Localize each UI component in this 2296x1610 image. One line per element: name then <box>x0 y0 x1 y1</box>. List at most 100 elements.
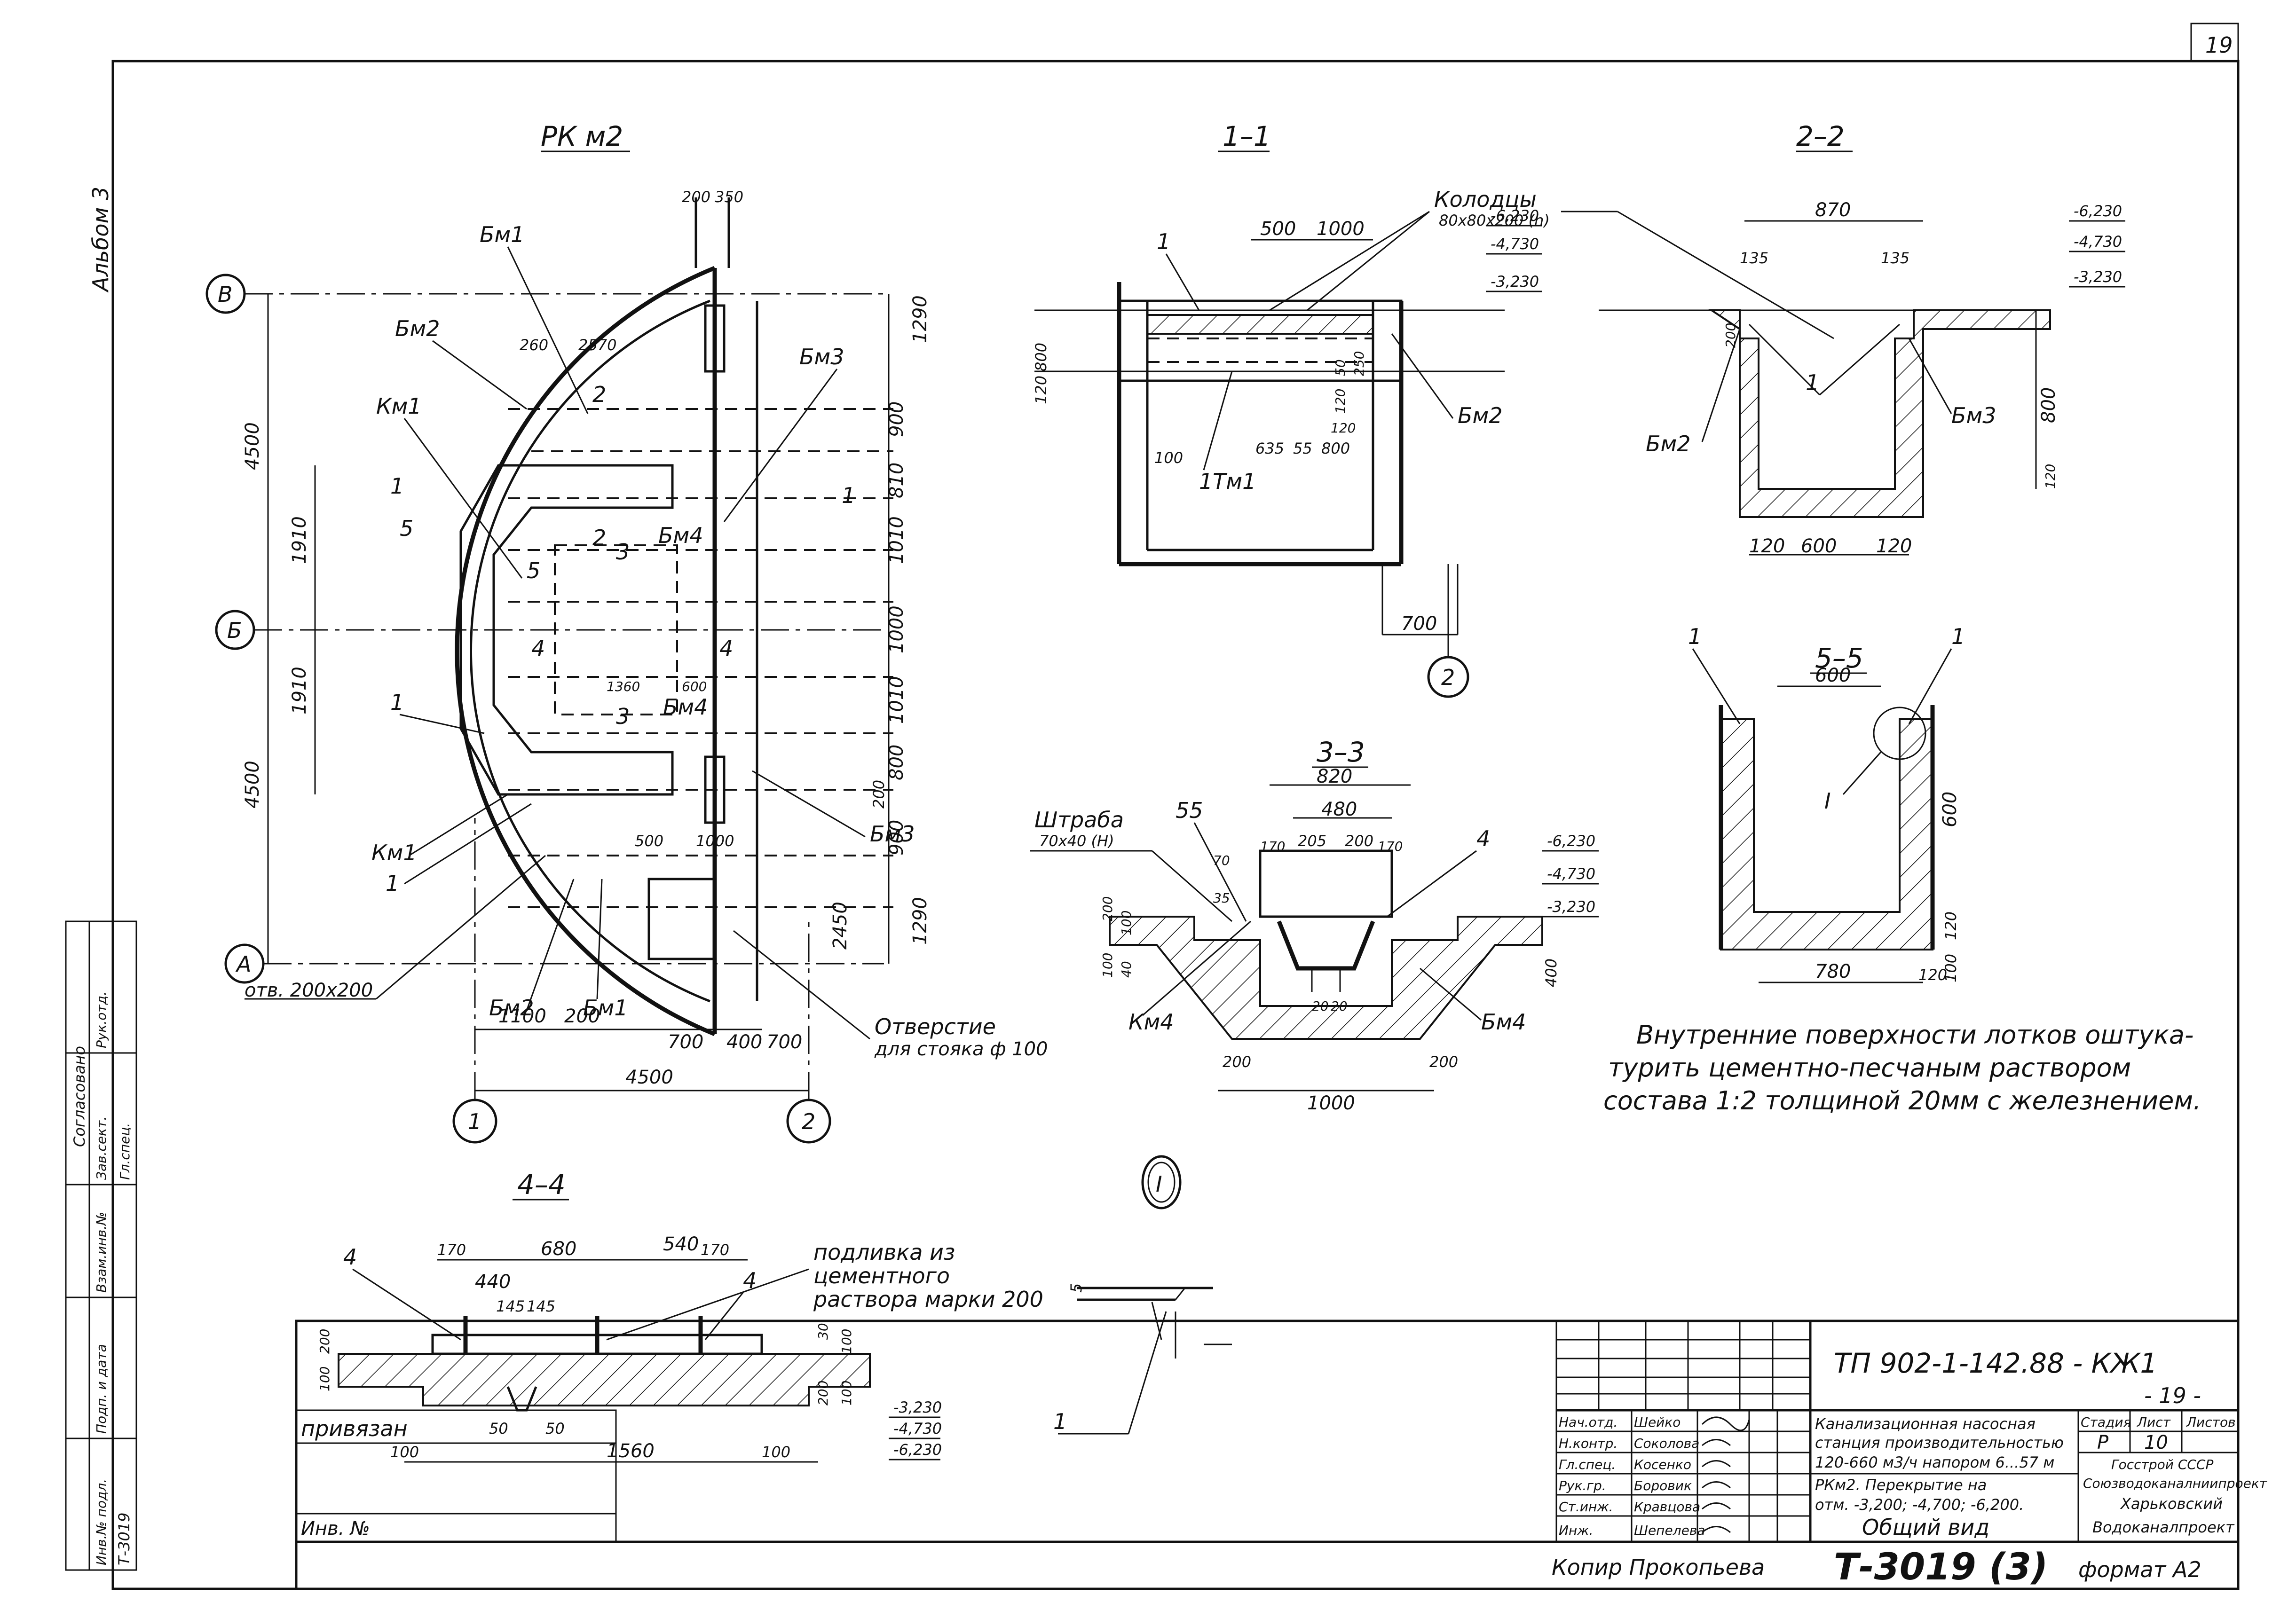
stamp-row-6: Инв.№ подл. <box>94 1479 109 1565</box>
dim-700-a: 700 <box>668 1031 703 1053</box>
s44-dim-100-v: 100 <box>317 1367 332 1391</box>
dim-200-mid: 200 <box>870 780 888 809</box>
s11-label-1tm1: 1Тм1 <box>1199 469 1256 494</box>
s11-dim-250: 250 <box>1351 351 1367 376</box>
s55-label-detail-i: I <box>1824 788 1831 814</box>
plan-title: РК м2 <box>541 120 623 152</box>
org-line-4: Водоканалпроект <box>2092 1518 2235 1536</box>
label-bm1-top: Бм1 <box>480 222 525 247</box>
sheet-mark: - 19 - <box>2144 1383 2201 1408</box>
dim-260: 260 <box>520 336 548 354</box>
doc-code: ТП 902-1-142.88 - КЖ1 <box>1834 1347 2157 1379</box>
s44-dim-170-a: 170 <box>437 1241 466 1259</box>
s44-dim-540: 540 <box>663 1233 699 1255</box>
name-5: Кравцова <box>1634 1499 1700 1515</box>
s44-dim-50-a: 50 <box>489 1420 508 1437</box>
s22-dim-870: 870 <box>1815 199 1851 221</box>
stamp-row-3: Гл.спец. <box>117 1123 133 1180</box>
dim-1000-mid: 1000 <box>696 832 734 850</box>
role-3: Гл.спец. <box>1559 1457 1616 1472</box>
label-bm2-top: Бм2 <box>395 316 440 341</box>
name-6: Шепелева <box>1634 1523 1705 1538</box>
s33-dim-200-left: 200 <box>1223 1053 1251 1071</box>
dim-1010-b: 1010 <box>886 676 907 724</box>
s44-dim-1560: 1560 <box>607 1440 655 1462</box>
riser-note-2: для стояка ф 100 <box>874 1038 1048 1060</box>
label-bm3-bottom: Бм3 <box>870 821 915 847</box>
s22-dim-135-a: 135 <box>1740 249 1768 267</box>
s22-level-6230: -6,230 <box>2074 202 2122 220</box>
page-number: 19 <box>2205 32 2233 58</box>
s33-dim-205: 205 <box>1298 832 1326 850</box>
dim-2450: 2450 <box>829 902 851 950</box>
s33-level-4730: -4,730 <box>1547 865 1595 883</box>
label-2-b: 2 <box>592 525 606 550</box>
s55-dim-100: 100 <box>1942 954 1960 982</box>
dim-1000: 1000 <box>886 605 907 653</box>
s33-dim-20-b: 20 <box>1331 998 1348 1014</box>
s33-label-4: 4 <box>1476 826 1490 851</box>
desc-line-1: Канализационная насосная <box>1815 1415 2036 1433</box>
s11-dim-55: 55 <box>1293 440 1312 457</box>
s22-dim-200: 200 <box>1723 323 1738 348</box>
axis-label-2: 2 <box>802 1109 815 1134</box>
s33-dim-100-v: 100 <box>1119 911 1134 935</box>
s33-dim-400: 400 <box>1542 958 1560 987</box>
dim-1290-top: 1290 <box>909 295 931 343</box>
s33-dim-35: 35 <box>1213 890 1230 906</box>
s11-dim-635: 635 <box>1255 440 1284 457</box>
s33-label-bm4: Бм4 <box>1481 1009 1526 1035</box>
s22-label-bm3: Бм3 <box>1951 403 1996 428</box>
s11-level-6230: -6,230 <box>1491 207 1539 225</box>
axis-label-1: 1 <box>468 1109 481 1134</box>
role-6: Инж. <box>1559 1523 1593 1538</box>
album-label: Альбом 3 <box>88 187 113 293</box>
dim-400: 400 <box>726 1031 762 1053</box>
detail-i-marker <box>1873 707 1926 760</box>
s44-dim-440: 440 <box>475 1271 511 1293</box>
s22-dim-120-a: 120 <box>2043 464 2058 489</box>
s11-dim-800: 800 <box>1032 343 1050 371</box>
groove-note-2: 70х40 (Н) <box>1039 832 1114 850</box>
note-line-3: состава 1:2 толщиной 20мм с железнением. <box>1603 1086 2201 1115</box>
dim-900-b: 900 <box>886 820 907 856</box>
label-bm4-b: Бм4 <box>663 694 708 720</box>
wells-note-1: Колодцы <box>1434 187 1537 212</box>
label-5-a: 5 <box>400 516 413 541</box>
section-5-5-title: 5–5 <box>1815 642 1863 674</box>
s33-dim-200: 200 <box>1345 832 1373 850</box>
s11-level-4730: -4,730 <box>1491 235 1539 253</box>
dim-200-top: 200 <box>682 188 710 206</box>
label-4-a: 4 <box>531 636 545 661</box>
name-1: Шейко <box>1634 1414 1681 1430</box>
detail-dim-5: 5 <box>1067 1283 1085 1293</box>
section-2-2: 2–2 870 135 135 200 800 120 120 600 120 … <box>1599 120 2125 557</box>
s55-dim-600-top: 600 <box>1815 665 1851 686</box>
s33-dim-200-v: 200 <box>1100 896 1115 921</box>
s22-level-4730: -4,730 <box>2074 233 2122 251</box>
dim-1290-bottom: 1290 <box>909 897 931 945</box>
s44-dim-200-v: 200 <box>317 1329 332 1354</box>
s22-dim-120-c: 120 <box>1876 535 1912 557</box>
detail-i-title: I <box>1156 1171 1162 1197</box>
s33-dim-40: 40 <box>1119 961 1134 978</box>
s11-dim-800-b: 800 <box>1321 440 1350 457</box>
org-line-2: Союзводоканалниипроект <box>2083 1476 2267 1491</box>
dim-1910-lower: 1910 <box>289 667 310 715</box>
role-4: Рук.гр. <box>1559 1478 1606 1493</box>
grout-note-1: подливка из <box>813 1240 955 1265</box>
note-line-1: Внутренние поверхности лотков оштука- <box>1636 1020 2193 1050</box>
dim-1910-upper: 1910 <box>289 516 310 564</box>
s11-dim-1000: 1000 <box>1317 218 1365 240</box>
s11-dim-50: 50 <box>1333 359 1348 376</box>
s44-dim-100-right: 100 <box>762 1443 790 1461</box>
role-1: Нач.отд. <box>1559 1414 1617 1430</box>
dim-4500-bottom: 4500 <box>625 1067 673 1088</box>
grout-note-2: цементного <box>813 1263 950 1288</box>
col-sheets: Листов <box>2186 1414 2236 1430</box>
s22-level-3230: -3,230 <box>2074 268 2122 286</box>
grout-note-3: раствора марки 200 <box>813 1287 1043 1312</box>
s44-level-6230: -6,230 <box>893 1441 942 1459</box>
s44-dim-100-r2: 100 <box>839 1381 854 1406</box>
